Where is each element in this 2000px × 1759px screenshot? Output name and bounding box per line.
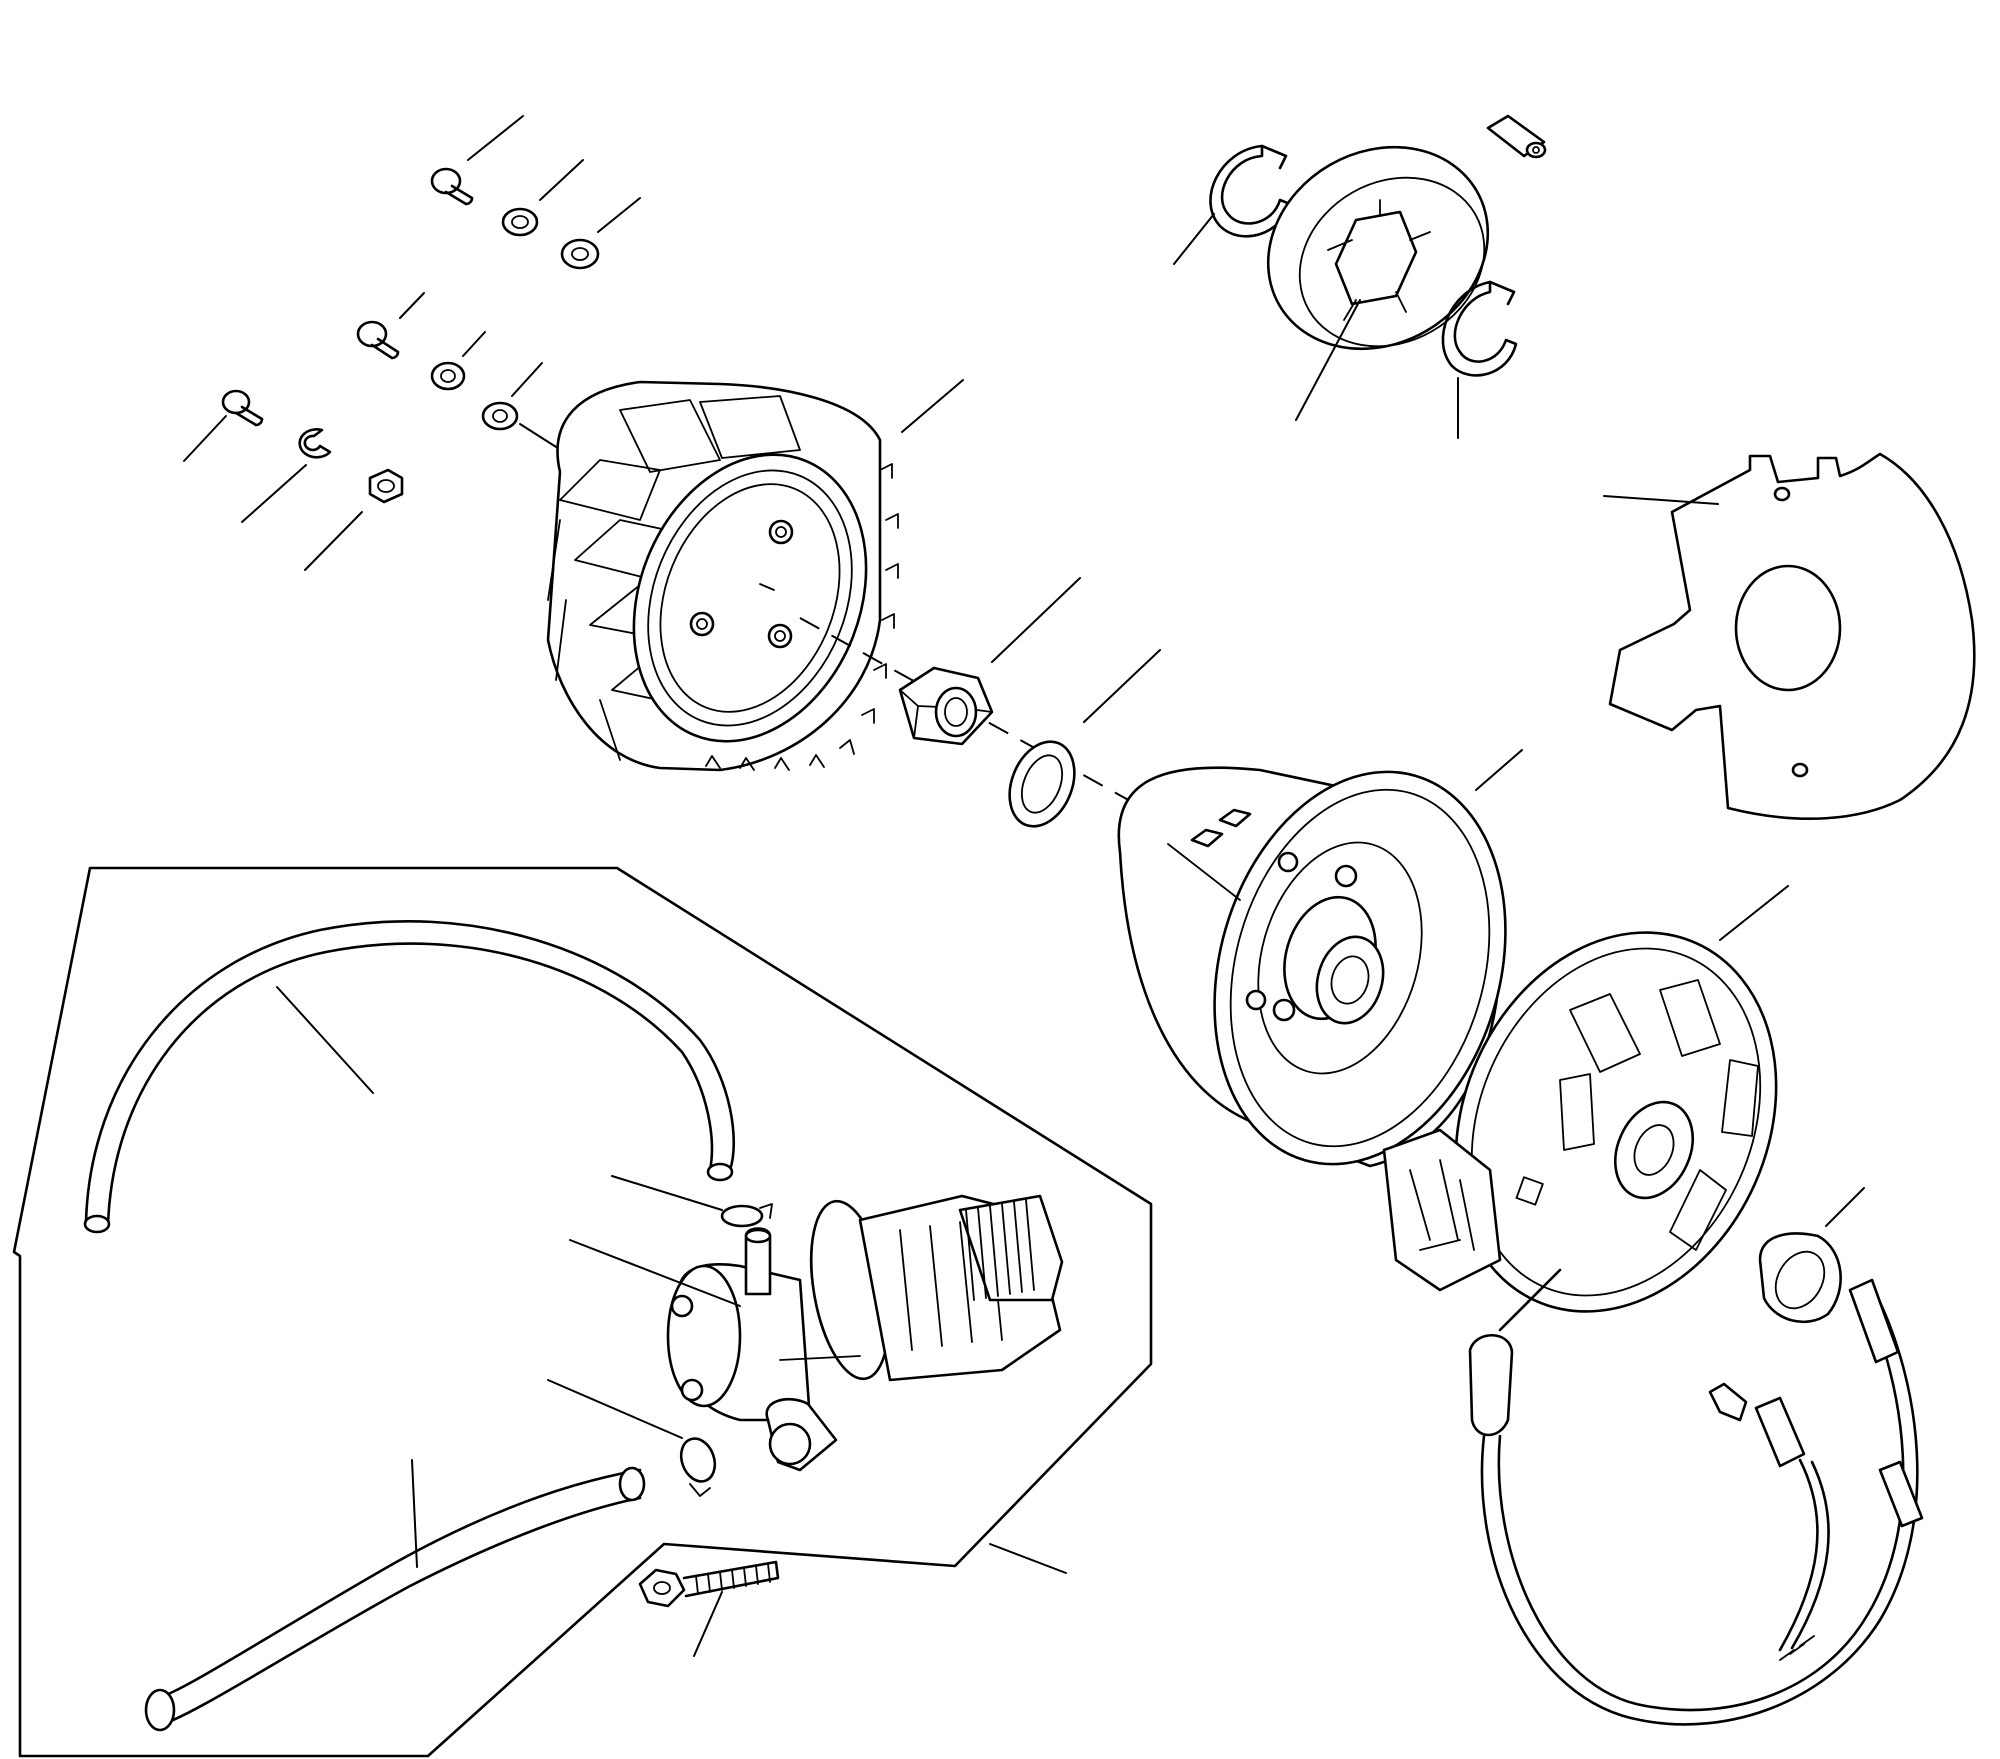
cooling-fan xyxy=(546,379,964,772)
screw-lower xyxy=(183,389,264,462)
fan-nut xyxy=(898,577,1081,746)
flywheel xyxy=(1117,749,1523,1168)
kit-frame xyxy=(12,866,1153,1758)
nut-lower xyxy=(304,468,404,571)
flat-washer-top xyxy=(560,197,641,270)
screw-middle xyxy=(356,292,425,360)
fuel-hose-upper xyxy=(83,919,736,1234)
stator-plate xyxy=(1382,885,1789,1313)
fan-washer xyxy=(1008,649,1161,828)
clutch-drum xyxy=(1266,145,1490,421)
rotor-nut xyxy=(1758,1187,1865,1324)
fuel-valve xyxy=(569,1194,1064,1472)
flat-washer-middle xyxy=(481,362,565,453)
hose-clamp-lower xyxy=(547,1379,717,1497)
fuel-hose-lower xyxy=(144,1459,646,1732)
wire-harness xyxy=(1468,1268,1924,1726)
key xyxy=(1486,114,1547,159)
lock-washer-top xyxy=(501,159,584,237)
circlip-right xyxy=(1441,280,1518,439)
lock-washer-lower xyxy=(241,428,332,523)
lock-washer-middle xyxy=(430,331,486,391)
screw-top xyxy=(430,115,524,206)
backing-plate xyxy=(1603,452,1976,821)
mounting-bolt xyxy=(638,1560,780,1657)
hose-clamp-upper xyxy=(611,1175,773,1228)
